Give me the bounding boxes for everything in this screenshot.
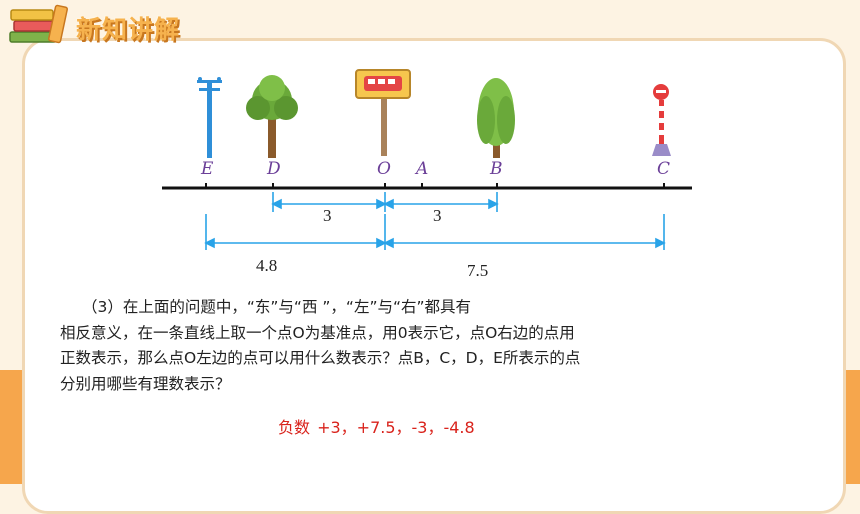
no-entry-sign-icon [652, 84, 671, 156]
question-paragraph: （3）在上面的问题中，“东”与“西 ”，“左”与“右”都具有 相反意义，在一条直… [60, 295, 812, 397]
question-line: 正数表示，那么点O左边的点可以用什么数表示？点B，C，D，E所表示的点 [60, 349, 581, 367]
point-label-d: D [267, 159, 281, 179]
question-line: 相反意义，在一条直线上取一个点O为基准点，用0表示它，点O右边的点用 [60, 323, 575, 342]
distance-label-d-o: 3 [323, 206, 332, 225]
content-card [22, 38, 846, 514]
distance-label-e-o: 4.8 [256, 256, 278, 275]
books-icon [9, 4, 68, 44]
point-label-b: B [490, 159, 503, 179]
answer-text: 负数 +3，+7.5，-3，-4.8 [278, 418, 475, 437]
question-line: 分别用哪些有理数表示？ [60, 374, 231, 393]
distance-label-o-b: 3 [433, 206, 442, 225]
question-line: （3）在上面的问题中，“东”与“西 ”，“左”与“右”都具有 [82, 298, 472, 316]
number-line-diagram [162, 69, 692, 250]
tree-icon [246, 75, 298, 158]
bus-stop-sign-icon [355, 69, 411, 156]
measure-lines [204, 192, 666, 250]
point-label-a: A [416, 159, 429, 179]
point-label-e: E [201, 159, 214, 179]
section-title: 新知讲解 [76, 15, 181, 44]
point-label-c: C [657, 159, 671, 179]
utility-pole-icon [197, 77, 222, 158]
distance-label-o-c: 7.5 [467, 261, 489, 280]
point-label-o: O [377, 159, 391, 179]
willow-tree-icon [477, 78, 515, 158]
